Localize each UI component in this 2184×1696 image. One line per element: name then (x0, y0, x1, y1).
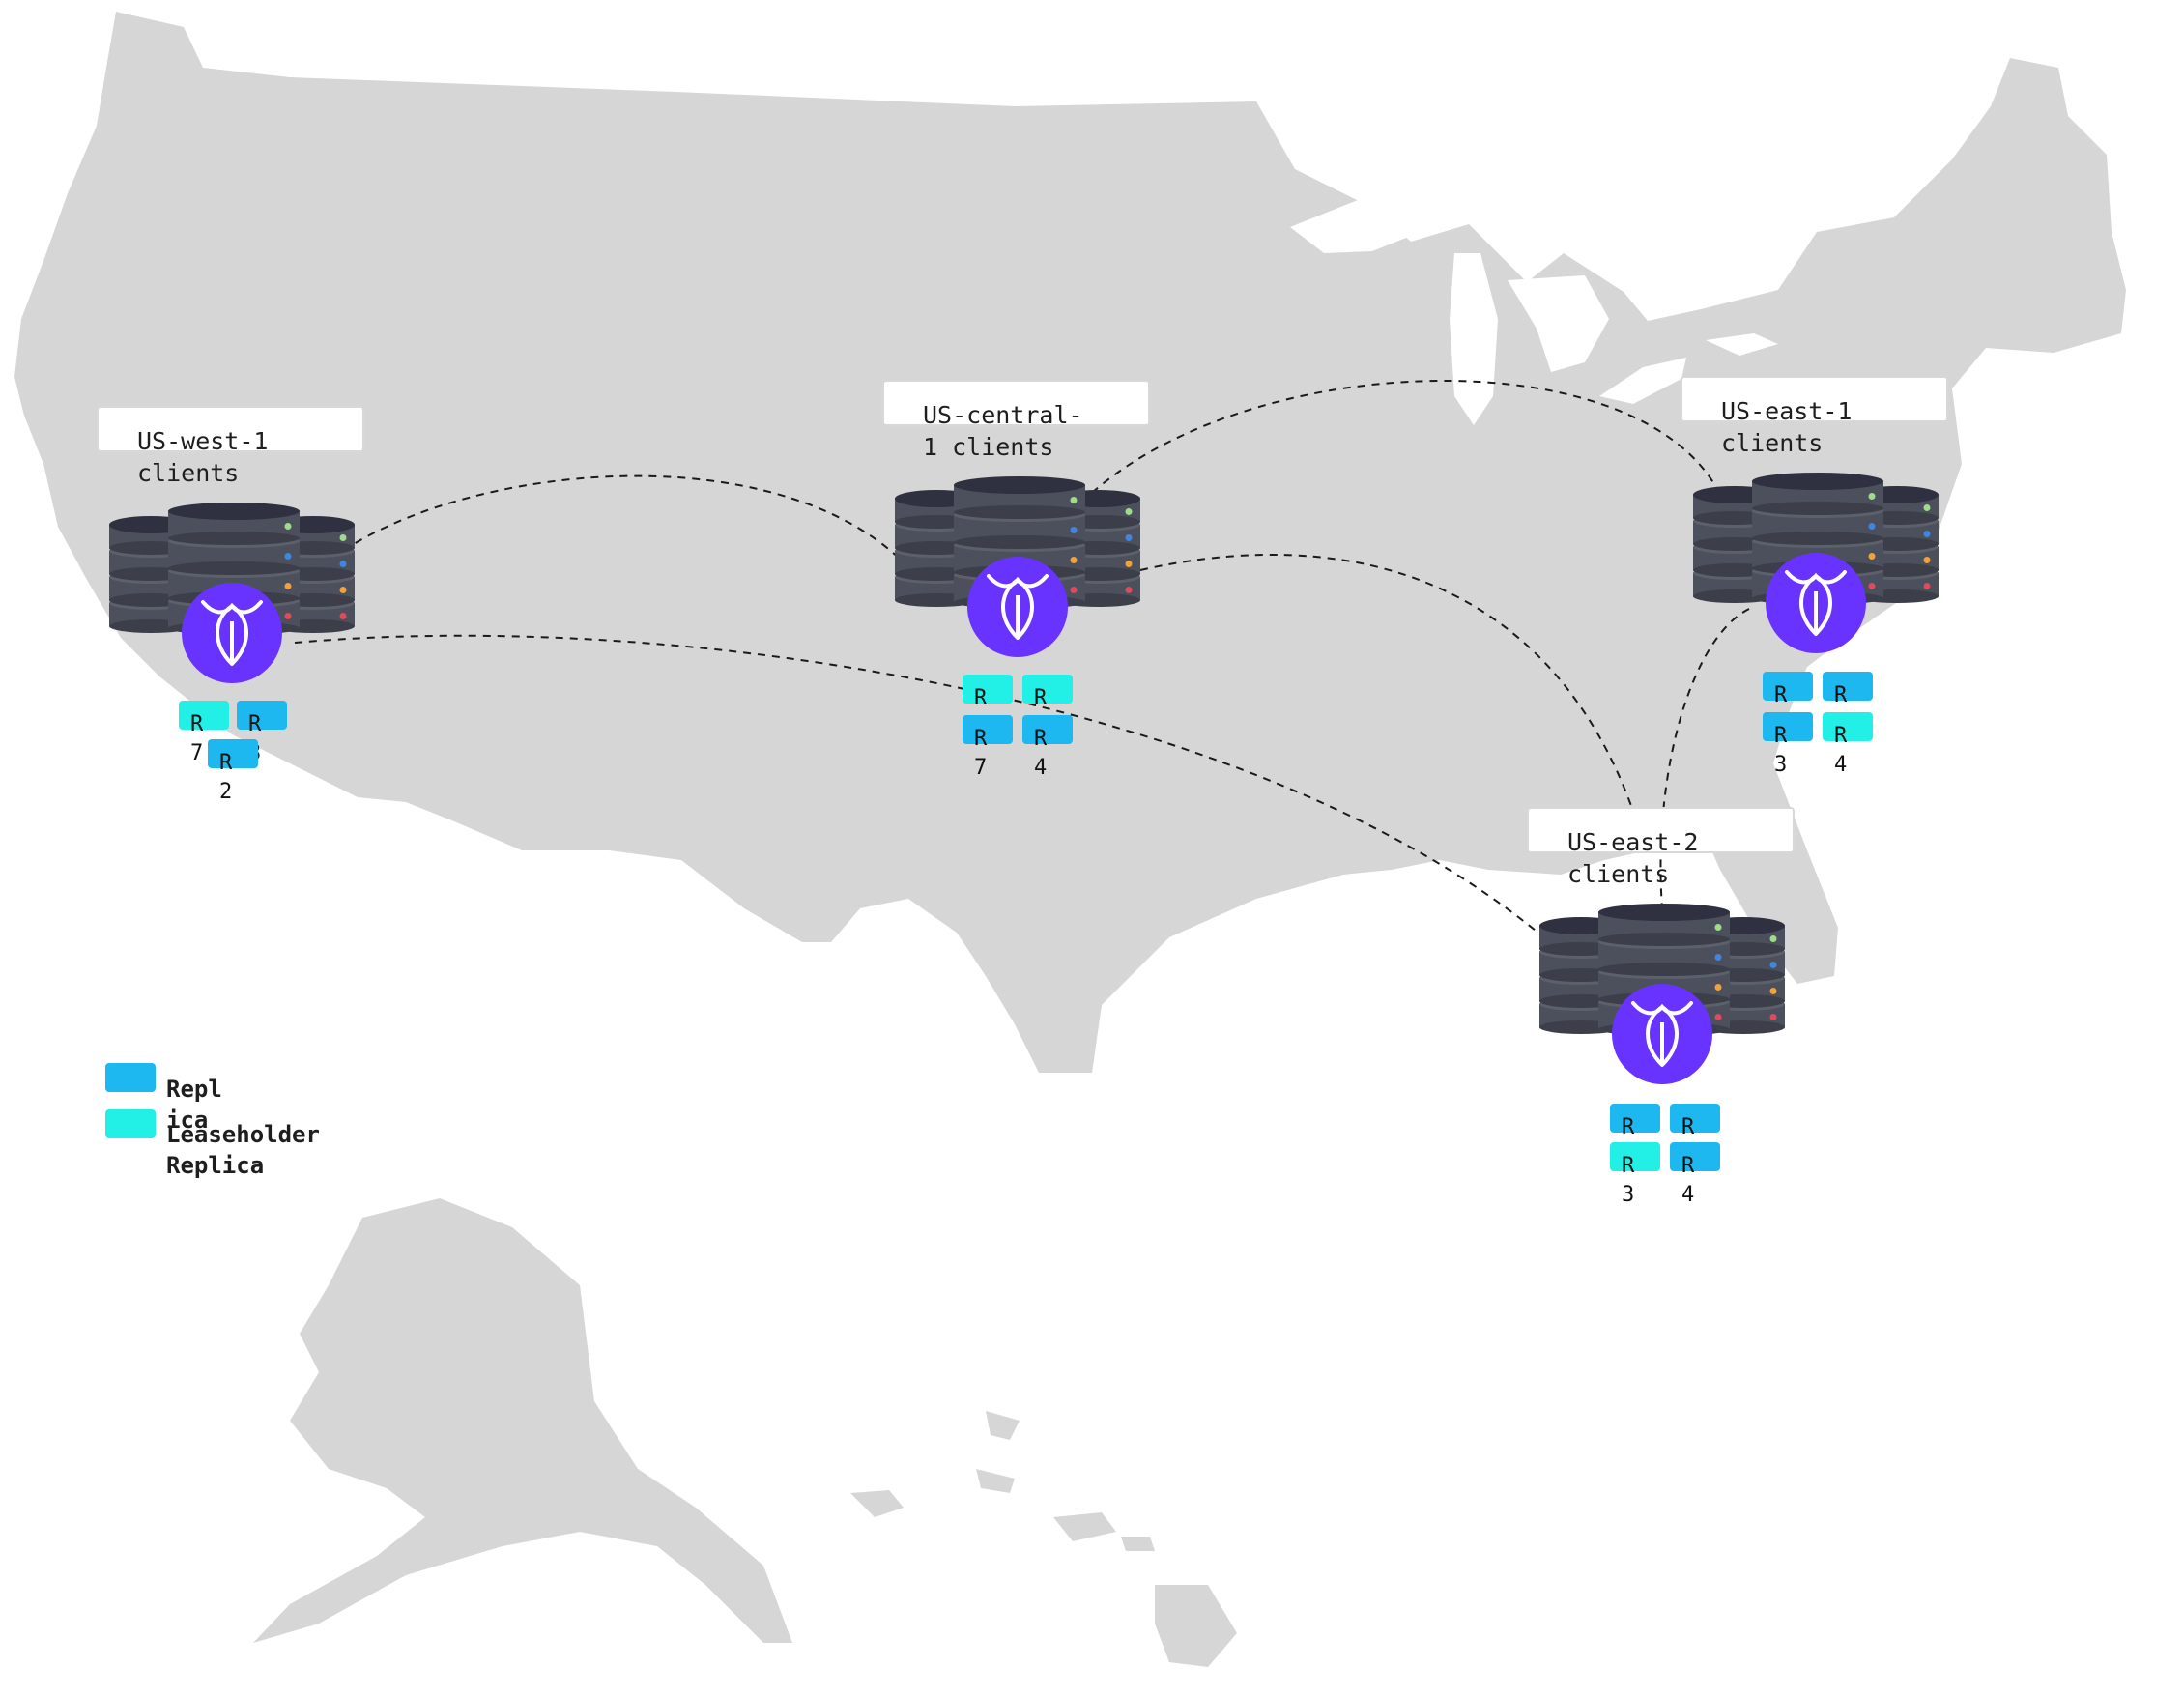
hawaii-island-6 (986, 1411, 1020, 1440)
link-east1-east2 (1659, 608, 1750, 909)
leaseholder-replica-badge (963, 675, 1013, 704)
replica-badge (1670, 1104, 1720, 1133)
replica-badge (1022, 715, 1073, 744)
replica-label: R 7 (974, 727, 988, 780)
hawaii-island-4 (1121, 1537, 1155, 1551)
leaseholder-replica-badge (1823, 712, 1873, 741)
replica-label: R 3 (1622, 1154, 1635, 1207)
legend-replica-label: Replica (166, 1076, 222, 1134)
replica-label: R 7 (190, 712, 204, 765)
leaseholder-replica-badge (179, 701, 229, 730)
region-label-east2: US-east-2 clients (1527, 807, 1795, 888)
replica-label: R 4 (1034, 727, 1048, 780)
link-central-east2 (1139, 553, 1644, 842)
region-label-text: US-east-1 clients (1721, 397, 1853, 457)
region-label-central: US-central-1 clients (882, 380, 1150, 461)
cockroach-logo-icon (1766, 553, 1866, 653)
region-label-west: US-west-1 clients (97, 406, 364, 487)
replica-badge (1610, 1104, 1660, 1133)
link-west-east2 (294, 634, 1547, 940)
hawaii-island-1 (850, 1490, 904, 1517)
leaseholder-replica-badge (1610, 1142, 1660, 1171)
server-stack-icon (1539, 904, 1785, 1084)
lake-michigan (1450, 253, 1498, 425)
lake-superior (1290, 188, 1479, 253)
cockroach-logo-icon (967, 557, 1068, 657)
legend-leaseholder-swatch (105, 1109, 156, 1138)
link-central-east1 (1091, 380, 1721, 496)
region-label-text: US-east-2 clients (1567, 828, 1699, 888)
server-stack-icon (109, 503, 355, 683)
server-stack-icon (895, 476, 1140, 657)
legend-replica-swatch (105, 1063, 156, 1092)
db-cylinder (1539, 917, 1623, 1034)
replica-label: R 3 (1774, 724, 1788, 777)
leaseholder-replica-badge (1022, 675, 1073, 704)
replica-label: R 2 (219, 751, 233, 804)
replica-badge (237, 701, 287, 730)
cockroach-logo-icon (1612, 984, 1712, 1084)
replica-badge (208, 739, 258, 768)
alaska-shape (253, 1198, 792, 1643)
legend-leaseholder-label: Leaseholder Replica (166, 1121, 320, 1179)
cockroach-logo-icon (182, 583, 282, 683)
replica-badge (963, 715, 1013, 744)
region-label-east1: US-east-1 clients (1681, 376, 1948, 457)
replica-label: R 4 (1681, 1154, 1695, 1207)
replica-badge (1823, 672, 1873, 701)
hawaii-island-2 (976, 1469, 1015, 1493)
replica-badge (1763, 712, 1813, 741)
region-label-text: US-central-1 clients (923, 401, 1083, 461)
lake-huron (1508, 275, 1609, 372)
replica-badge (1763, 672, 1813, 701)
link-west-central (342, 474, 905, 563)
hawaii-island-3 (1053, 1512, 1116, 1541)
replica-label: R 4 (1834, 724, 1848, 777)
lake-erie (1599, 358, 1686, 404)
server-stack-icon (1693, 473, 1939, 653)
replica-badge (1670, 1142, 1720, 1171)
lake-ontario (1706, 333, 1778, 356)
region-label-text: US-west-1 clients (137, 427, 269, 487)
hawaii-island-5 (1155, 1585, 1237, 1667)
